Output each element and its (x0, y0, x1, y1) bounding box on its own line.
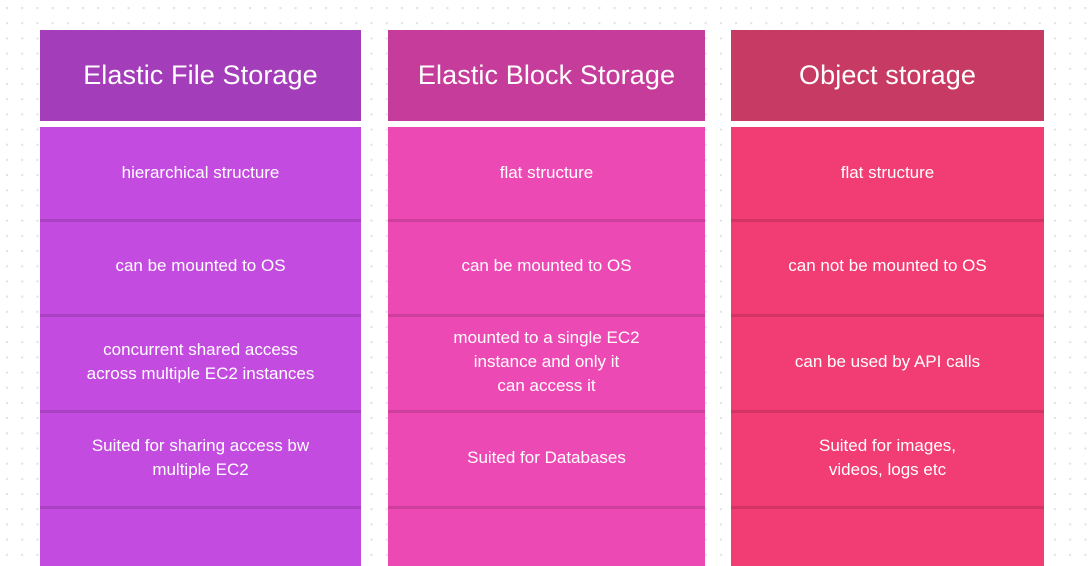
column-header-2: Object storage (731, 30, 1044, 121)
cell-line: Suited for Databases (467, 447, 626, 467)
cell-text: can be mounted to OS (115, 254, 285, 278)
cell-line: Suited for sharing access bw (91, 435, 310, 455)
table-cell: mounted to a single EC2 instance and onl… (388, 314, 705, 410)
cell-line: across multiple EC2 instances (86, 364, 315, 383)
table-cell (388, 506, 705, 566)
column-header-0: Elastic File Storage (40, 30, 361, 121)
table-cell: flat structure (388, 127, 705, 219)
cell-line: videos, logs etc (828, 460, 947, 479)
cell-line: concurrent shared access (103, 339, 298, 359)
cell-text: flat structure (500, 161, 594, 185)
table-cell: flat structure (731, 127, 1044, 219)
table-cell: can be mounted to OS (40, 219, 361, 314)
cell-text: mounted to a single EC2 instance and onl… (453, 326, 639, 398)
cell-line: flat structure (840, 162, 935, 182)
comparison-column-elastic-block-storage: Elastic Block Storage flat structure can… (388, 30, 705, 566)
storage-comparison-board: Elastic File Storage hierarchical struct… (40, 30, 1044, 566)
cell-text: hierarchical structure (122, 161, 280, 185)
cell-line: can be mounted to OS (115, 256, 286, 276)
cell-line: mounted to a single EC2 (453, 327, 640, 347)
cell-text: Suited for Databases (467, 446, 626, 470)
table-cell: Suited for images, videos, logs etc (731, 410, 1044, 506)
cell-text: concurrent shared access across multiple… (87, 338, 315, 386)
column-body-2: flat structure can not be mounted to OS … (731, 127, 1044, 566)
cell-text: can be mounted to OS (461, 254, 631, 278)
column-body-0: hierarchical structure can be mounted to… (40, 127, 361, 566)
column-body-1: flat structure can be mounted to OS moun… (388, 127, 705, 566)
cell-text: Suited for sharing access bw multiple EC… (92, 434, 309, 482)
cell-text: flat structure (841, 161, 935, 185)
column-header-1: Elastic Block Storage (388, 30, 705, 121)
table-cell: Suited for sharing access bw multiple EC… (40, 410, 361, 506)
table-cell: Suited for Databases (388, 410, 705, 506)
table-cell (731, 506, 1044, 566)
cell-line: flat structure (499, 162, 594, 182)
cell-line: can not be mounted to OS (788, 256, 987, 276)
cell-text: Suited for images, videos, logs etc (819, 434, 956, 482)
cell-line: Suited for images, (818, 435, 956, 455)
cell-line: instance and only it (473, 351, 620, 371)
table-cell (40, 506, 361, 566)
table-cell: concurrent shared access across multiple… (40, 314, 361, 410)
cell-line: can be used by API calls (794, 351, 981, 371)
cell-text: can be used by API calls (795, 350, 980, 374)
cell-line: hierarchical structure (121, 162, 280, 182)
comparison-column-object-storage: Object storage flat structure can not be… (731, 30, 1044, 566)
comparison-column-elastic-file-storage: Elastic File Storage hierarchical struct… (40, 30, 361, 566)
table-cell: can not be mounted to OS (731, 219, 1044, 314)
table-cell: hierarchical structure (40, 127, 361, 219)
table-cell: can be mounted to OS (388, 219, 705, 314)
cell-line: can be mounted to OS (461, 256, 632, 276)
cell-line: can access it (497, 376, 596, 396)
cell-line: multiple EC2 (152, 460, 249, 479)
cell-text: can not be mounted to OS (788, 254, 986, 278)
table-cell: can be used by API calls (731, 314, 1044, 410)
